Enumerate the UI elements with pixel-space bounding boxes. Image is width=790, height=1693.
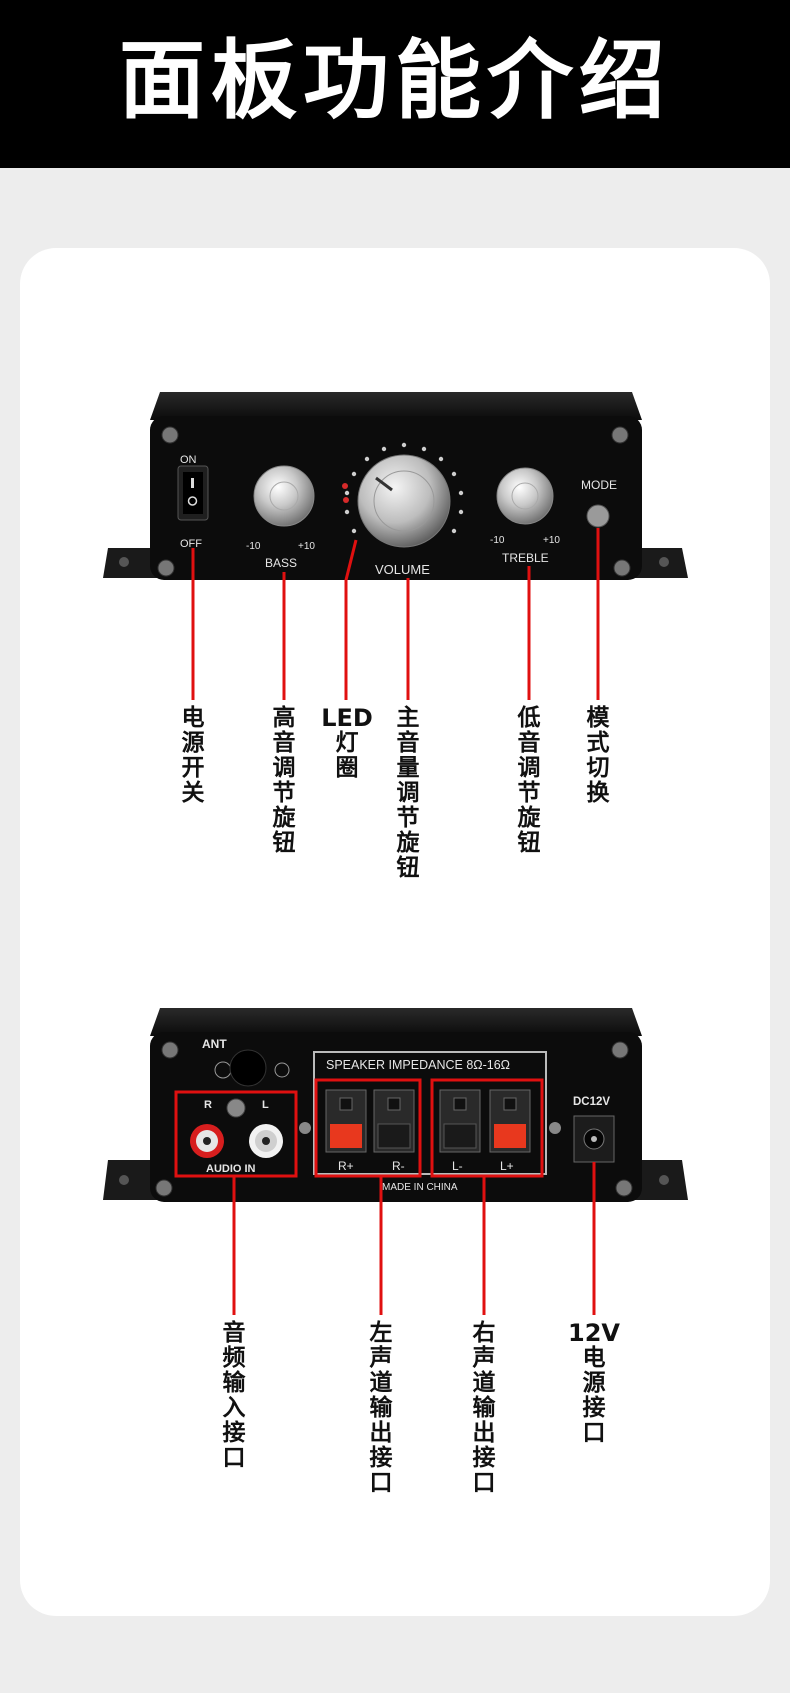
page-title: 面板功能介绍 — [119, 31, 671, 131]
callout-right-output: 右声道输出接口 — [472, 1320, 496, 1496]
speaker-title-bg — [322, 1056, 538, 1072]
screw-icon — [613, 559, 631, 577]
speaker-frame — [313, 1051, 547, 1175]
ant-label: ANT — [202, 1037, 227, 1051]
audio-in-r-label: R — [204, 1099, 212, 1111]
bass-knob[interactable] — [253, 465, 315, 527]
off-label: OFF — [180, 538, 202, 550]
bass-label: BASS — [265, 556, 297, 570]
terminal-l-plus-label: L+ — [500, 1159, 514, 1173]
bracket-hole — [119, 1175, 129, 1185]
callout-mode-button: 模式切换 — [586, 705, 610, 806]
screw-icon — [155, 1179, 173, 1197]
screw-icon — [299, 1122, 311, 1134]
screw-icon — [611, 426, 629, 444]
volume-knob[interactable] — [357, 454, 451, 548]
speaker-impedance-label: SPEAKER IMPEDANCE 8Ω-16Ω — [326, 1058, 510, 1072]
callout-treble-knob: 低音调节旋钮 — [517, 705, 541, 856]
screw-icon — [611, 1041, 629, 1059]
volume-label: VOLUME — [375, 562, 430, 577]
ant-jack[interactable] — [229, 1049, 267, 1087]
bass-min-label: -10 — [246, 541, 261, 552]
front-callout-lines — [191, 528, 600, 700]
audio-in-l-label: L — [262, 1099, 269, 1111]
front-top-fins — [150, 392, 642, 420]
callout-audio-input: 音频输入接口 — [222, 1320, 246, 1471]
ant-led — [274, 1062, 290, 1078]
callout-power-switch: 电源开关 — [181, 705, 205, 806]
terminal-l-minus-label: L- — [452, 1159, 463, 1173]
screw-icon — [161, 1041, 179, 1059]
front-left-bracket — [103, 548, 160, 578]
screw-icon — [161, 426, 179, 444]
treble-label: TREBLE — [502, 551, 549, 565]
terminal-l-plus[interactable] — [489, 1089, 531, 1153]
rca-right-jack[interactable] — [190, 1124, 224, 1158]
treble-min-label: -10 — [490, 535, 505, 546]
callout-left-output: 左声道输出接口 — [369, 1320, 393, 1496]
screw-icon — [157, 559, 175, 577]
power-switch-rocker — [183, 472, 203, 514]
front-panel: ON OFF -10 +10 BASS VOLUME — [103, 392, 688, 700]
terminal-r-minus[interactable] — [373, 1089, 415, 1153]
audio-in-highlight — [174, 1090, 298, 1178]
mode-label: MODE — [581, 478, 617, 492]
treble-max-label: +10 — [543, 535, 560, 546]
bass-max-label: +10 — [298, 541, 315, 552]
back-top-fins — [150, 1008, 642, 1036]
left-output-highlight — [314, 1078, 422, 1178]
on-label: ON — [180, 454, 197, 466]
screw-icon — [615, 1179, 633, 1197]
treble-knob[interactable] — [496, 467, 554, 525]
bracket-hole — [119, 557, 129, 567]
terminal-l-minus[interactable] — [439, 1089, 481, 1153]
dc-label: DC12V — [573, 1096, 610, 1108]
terminal-r-plus-label: R+ — [338, 1159, 354, 1173]
callout-volume-knob: 主音量调节旋钮 — [396, 705, 420, 881]
bracket-hole — [659, 1175, 669, 1185]
bracket-hole — [659, 557, 669, 567]
back-left-bracket — [103, 1160, 160, 1200]
power-off-mark — [187, 496, 198, 506]
dc-jack-pin — [591, 1136, 597, 1142]
back-callout-lines — [232, 1162, 596, 1315]
back-panel: ANT SPEAKER IMPEDANCE 8Ω-16Ω R L AUDIO I… — [103, 1008, 688, 1315]
mode-button[interactable] — [586, 504, 610, 528]
audio-in-label: AUDIO IN — [206, 1163, 256, 1175]
terminal-r-plus[interactable] — [325, 1089, 367, 1153]
right-output-highlight — [430, 1078, 544, 1178]
header-banner: 面板功能介绍 — [0, 0, 790, 168]
front-right-bracket — [630, 548, 688, 578]
power-on-mark — [191, 478, 194, 488]
screw-icon — [549, 1122, 561, 1134]
screw-icon — [226, 1098, 246, 1118]
made-in-label: MADE IN CHINA — [382, 1182, 458, 1193]
led-ring — [342, 442, 464, 534]
callout-bass-knob: 高音调节旋钮 — [272, 705, 296, 856]
rca-left-jack[interactable] — [249, 1124, 283, 1158]
terminal-r-minus-label: R- — [392, 1159, 405, 1173]
